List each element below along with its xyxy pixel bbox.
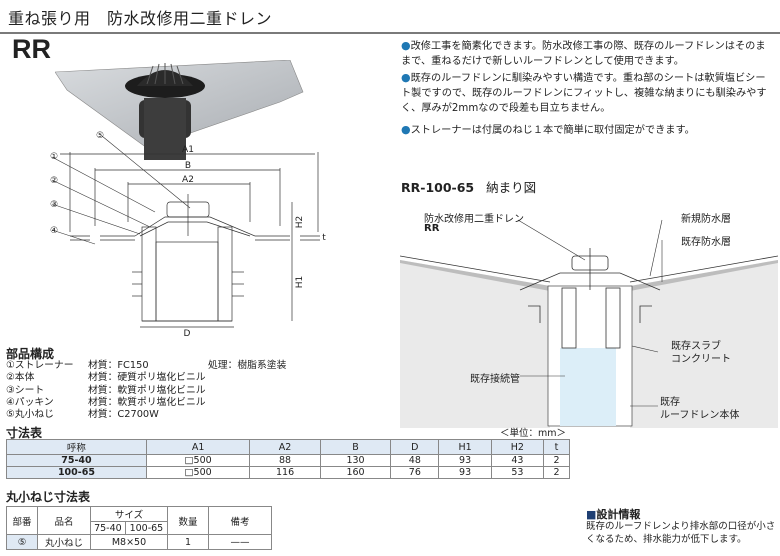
screw-title: 丸小ねじ寸法表 bbox=[6, 490, 91, 504]
dims-cell: 93 bbox=[438, 454, 492, 467]
parts-cell: 材質：硬質ポリ塩化ビニル bbox=[88, 372, 206, 384]
parts-cell: ④パッキン bbox=[6, 396, 54, 408]
section-drawing: ① ② ③ ④ ⑤ A1 B A2 D H2 t H1 bbox=[50, 131, 326, 339]
parts-cell: ③シート bbox=[6, 384, 45, 396]
th-part: 部番 bbox=[6, 506, 38, 535]
parts-row: ③シート 材質：軟質ポリ塩化ビニル bbox=[6, 385, 286, 397]
th-size-75: 75-40 bbox=[90, 521, 126, 535]
dims-cell: 48 bbox=[390, 454, 440, 467]
th-size: サイズ bbox=[90, 506, 168, 522]
parts-row: ④パッキン 材質：軟質ポリ塩化ビニル bbox=[6, 397, 286, 409]
callout-3: ③ bbox=[50, 200, 58, 210]
dims-cell: 160 bbox=[319, 466, 392, 479]
dims-cell: 76 bbox=[390, 466, 440, 479]
dims-cell: 53 bbox=[490, 466, 545, 479]
label-drain-model: RR bbox=[424, 223, 440, 234]
page-title: 重ね張り用 防水改修用二重ドレン bbox=[8, 9, 273, 28]
label-slab-2: コンクリート bbox=[671, 354, 731, 365]
page-header bbox=[0, 0, 780, 34]
callout-2: ② bbox=[50, 176, 58, 186]
dims-header: B bbox=[319, 439, 392, 455]
dims-header: t bbox=[543, 439, 570, 455]
parts-cell: 材質：C2700W bbox=[88, 409, 159, 421]
th-qty: 数量 bbox=[167, 506, 209, 535]
parts-cell: 材質：FC150 bbox=[88, 360, 149, 371]
dims-cell: 93 bbox=[438, 466, 492, 479]
parts-cell: ①ストレーナー bbox=[6, 360, 74, 371]
screw-name: 丸小ねじ bbox=[37, 534, 91, 550]
screw-qty: 1 bbox=[167, 534, 209, 550]
dims-cell: □500 bbox=[145, 466, 251, 479]
dim-t: t bbox=[322, 233, 326, 243]
parts-row: ②本体 材質：硬質ポリ塩化ビニル bbox=[6, 372, 286, 384]
th-size-100: 100-65 bbox=[124, 521, 169, 535]
dims-cell: 2 bbox=[543, 454, 570, 467]
label-slab-1: 既存スラブ bbox=[671, 341, 721, 352]
design-title: ■設計情報 bbox=[586, 508, 641, 521]
parts-cell: 処理：樹脂系塗装 bbox=[208, 360, 287, 371]
dims-title: 寸法表 bbox=[6, 426, 43, 440]
dims-header: D bbox=[390, 439, 440, 455]
parts-cell: 材質：軟質ポリ塩化ビニル bbox=[88, 396, 206, 408]
parts-cell: 材質：軟質ポリ塩化ビニル bbox=[88, 384, 206, 396]
dims-header: 呼称 bbox=[6, 439, 147, 455]
screw-note: —— bbox=[208, 534, 272, 550]
feature-1: ●改修工事を簡素化できます。防水改修工事の際、既存のルーフドレンはそのままで、重… bbox=[401, 39, 766, 67]
dim-a1: A1 bbox=[182, 145, 194, 155]
dim-b: B bbox=[185, 161, 191, 171]
parts-row: ⑤丸小ねじ 材質：C2700W bbox=[6, 409, 286, 421]
dims-cell: 100-65 bbox=[6, 466, 147, 479]
unit-label: ＜単位：mm＞ bbox=[500, 428, 567, 439]
parts-row: ①ストレーナー 材質：FC150 処理：樹脂系塗装 bbox=[6, 360, 286, 372]
dims-cell: 130 bbox=[319, 454, 392, 467]
dims-cell: 2 bbox=[543, 466, 570, 479]
callout-4: ④ bbox=[50, 226, 58, 236]
th-note: 備考 bbox=[208, 506, 272, 535]
callout-5: ⑤ bbox=[96, 131, 104, 141]
dims-cell: 88 bbox=[249, 454, 321, 467]
parts-cell: ⑤丸小ねじ bbox=[6, 409, 54, 421]
dims-cell: □500 bbox=[145, 454, 251, 467]
dim-a2: A2 bbox=[182, 175, 194, 185]
dim-d: D bbox=[184, 329, 191, 339]
parts-title: 部品構成 bbox=[6, 347, 55, 361]
feature-3: ●ストレーナーは付属のねじ１本で簡単に取付固定ができます。 bbox=[401, 123, 695, 136]
model-name: RR bbox=[12, 34, 51, 64]
dim-h1: H1 bbox=[295, 276, 305, 289]
callout-1: ① bbox=[50, 152, 58, 162]
label-old-layer: 既存防水層 bbox=[681, 237, 731, 248]
label-body-2: ルーフドレン本体 bbox=[660, 410, 740, 421]
dims-header: H2 bbox=[490, 439, 545, 455]
dims-cell: 116 bbox=[249, 466, 321, 479]
dims-cell: 75-40 bbox=[6, 454, 147, 467]
dims-cell: 43 bbox=[490, 454, 545, 467]
dims-header: A2 bbox=[249, 439, 321, 455]
th-name: 品名 bbox=[37, 506, 91, 535]
product-photo bbox=[55, 60, 304, 160]
label-body-1: 既存 bbox=[660, 397, 680, 408]
screw-part: ⑤ bbox=[6, 534, 38, 550]
label-pipe: 既存接続管 bbox=[470, 374, 520, 385]
screw-table: 部番 品名 サイズ 数量 備考 75-40 100-65 ⑤ 丸小ねじ M8×5… bbox=[6, 506, 272, 550]
parts-cell: ②本体 bbox=[6, 372, 35, 384]
screw-size: M8×50 bbox=[90, 534, 168, 550]
feature-2: ●既存のルーフドレンに馴染みやすい構造です。重ね部のシートは軟質塩ビシート製です… bbox=[401, 71, 767, 114]
dims-header: H1 bbox=[438, 439, 492, 455]
install-drawing bbox=[400, 219, 778, 428]
label-new-layer: 新規防水層 bbox=[681, 214, 731, 225]
dims-header: A1 bbox=[145, 439, 251, 455]
dim-h2: H2 bbox=[295, 216, 305, 229]
label-drain: 防水改修用二重ドレン bbox=[424, 214, 524, 225]
design-text: 既存のルーフドレンより排水部の口径が小さくなるため、排水能力が低下します。 bbox=[586, 521, 776, 545]
